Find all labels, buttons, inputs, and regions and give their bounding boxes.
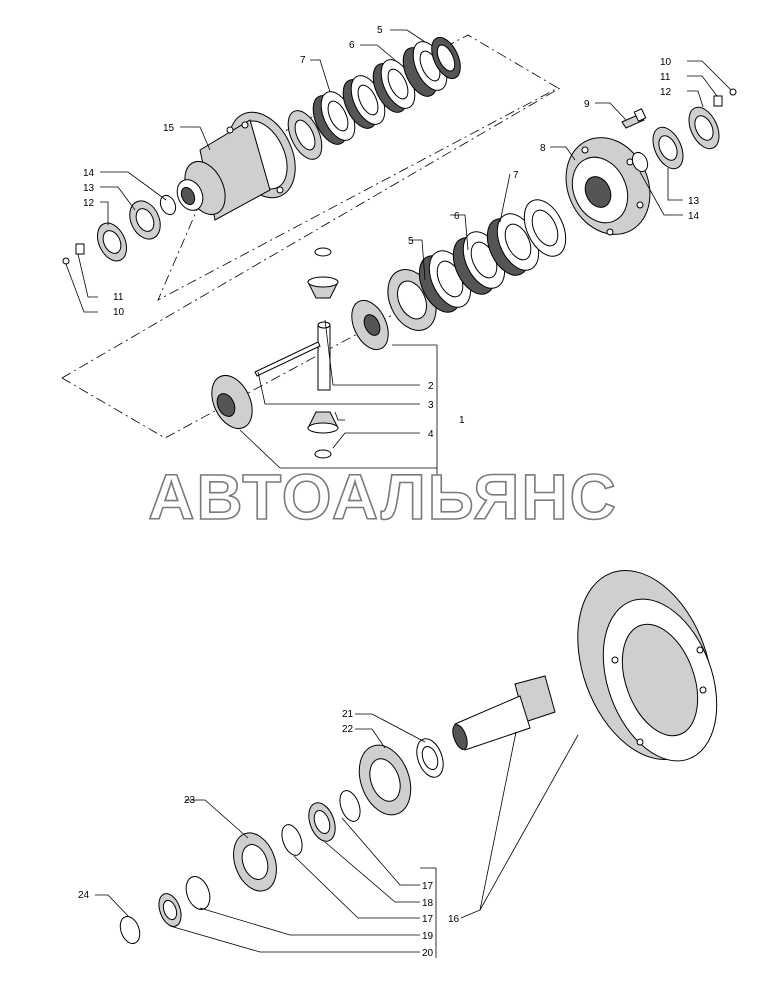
label-11a: 11 [113,292,124,303]
label-24: 24 [78,890,90,901]
callout-labels: 5 6 7 15 14 13 12 11 10 10 11 12 9 8 13 … [78,25,700,959]
clutch-disc-pack-upper [287,36,461,160]
label-18: 18 [422,898,434,909]
label-17b: 17 [422,914,434,925]
label-4: 4 [428,429,434,440]
label-12a: 12 [83,198,95,209]
label-10b: 10 [660,57,672,68]
ring-gear [577,570,718,762]
assembly-boundary [61,34,561,439]
label-19: 19 [422,931,434,942]
label-22: 22 [342,724,354,735]
label-3: 3 [428,400,434,411]
drive-pinion [452,675,556,751]
label-23: 23 [184,795,196,806]
leader-lines [65,29,732,958]
label-13a: 13 [83,183,95,194]
label-14b: 14 [688,211,700,222]
label-16: 16 [448,914,460,925]
label-20: 20 [422,948,434,959]
label-10a: 10 [113,307,125,318]
label-15: 15 [163,123,175,134]
left-bearing-set [62,194,177,265]
label-17a: 17 [422,881,434,892]
label-7a: 7 [300,55,306,66]
label-11b: 11 [660,72,671,83]
label-12b: 12 [660,87,672,98]
label-6b: 6 [454,211,460,222]
side-gear-upper [351,299,389,351]
label-13b: 13 [688,196,700,207]
label-6a: 6 [349,40,355,51]
differential-cover [565,137,651,236]
pinion-gears [307,247,339,459]
label-1: 1 [459,415,465,426]
right-bearing-set [631,88,737,173]
label-5a: 5 [377,25,383,36]
label-21: 21 [342,709,354,720]
clutch-disc-pack-lower [387,199,567,331]
bolt [621,108,647,129]
label-7b: 7 [513,170,519,181]
label-9: 9 [584,99,590,110]
cross-shaft [254,321,331,391]
side-gear-lower [211,375,253,429]
label-14a: 14 [83,168,95,179]
pinion-bearings [119,738,444,945]
differential-case [176,111,296,221]
label-5b: 5 [408,236,414,247]
label-2: 2 [428,381,434,392]
watermark-text: АВТОАЛЬЯНС [148,461,618,533]
label-8: 8 [540,143,546,154]
